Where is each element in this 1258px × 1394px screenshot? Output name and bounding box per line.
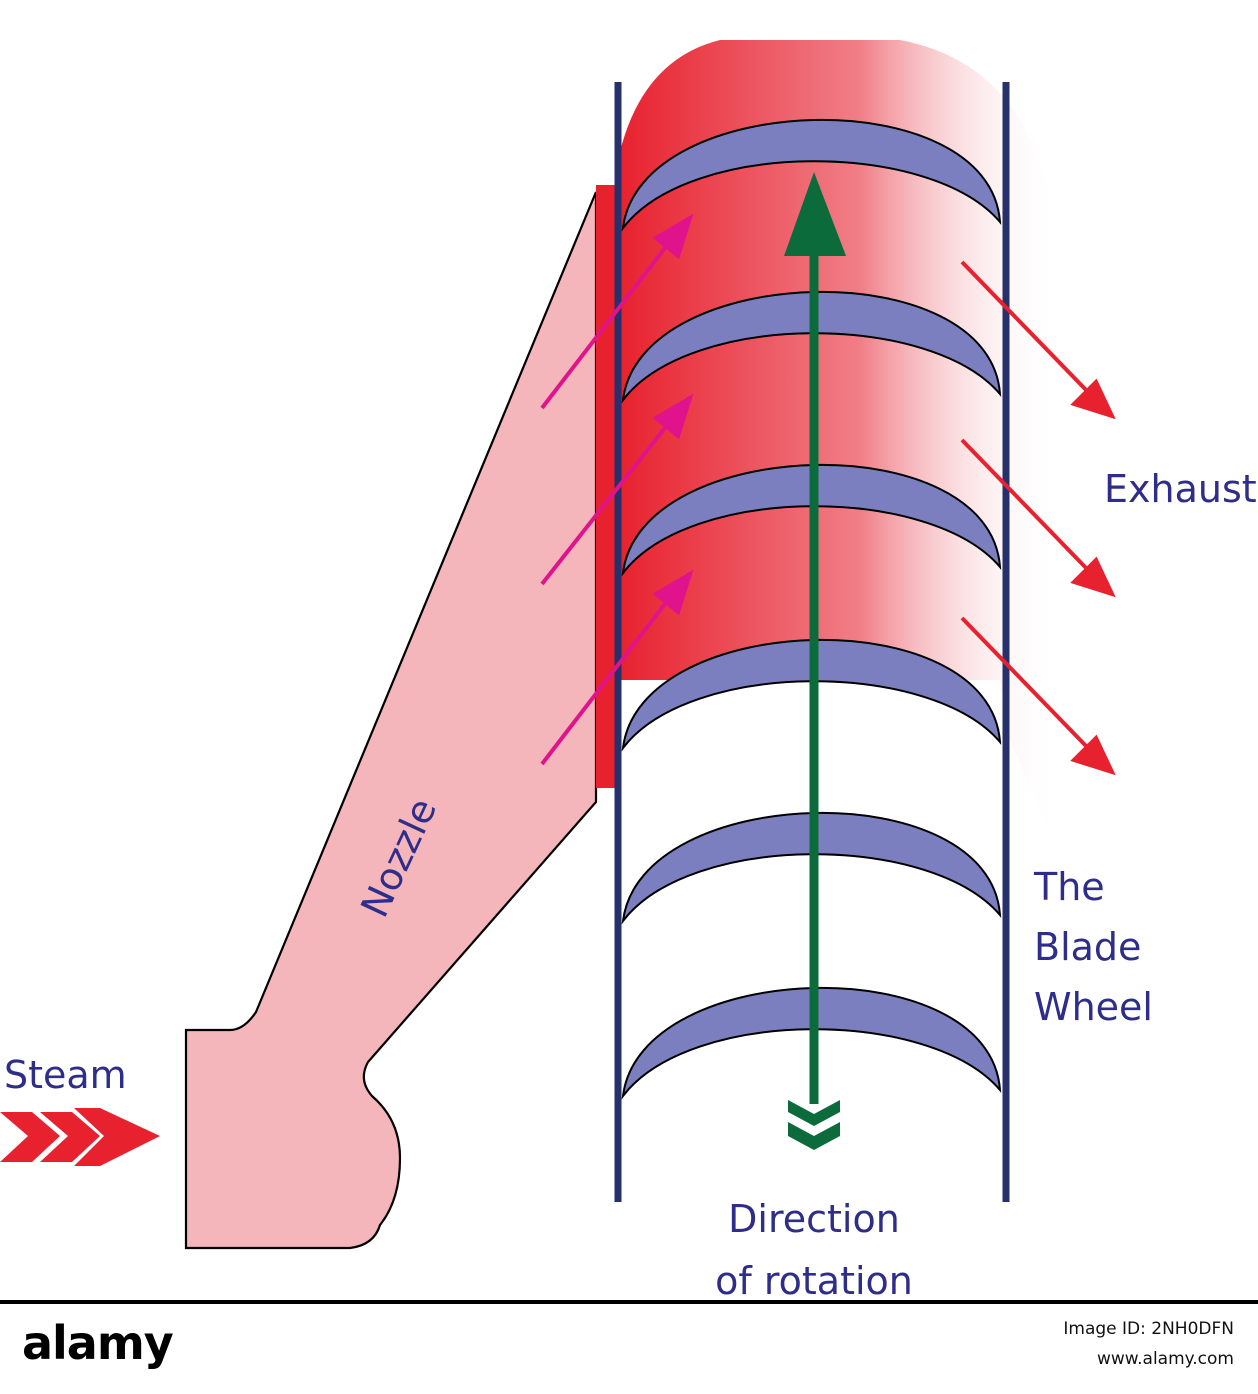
blade: [621, 812, 1002, 925]
steam-inlet-arrow: [0, 1108, 160, 1166]
blade-wheel-label-line-2: Blade: [1034, 925, 1141, 969]
blade: [621, 119, 1002, 232]
watermark-image-id: Image ID: 2NH0DFN: [1063, 1319, 1234, 1339]
nozzle-outlet: [596, 185, 618, 788]
blade-wheel-label-line-1: The: [1033, 865, 1105, 909]
watermark-site: www.alamy.com: [1096, 1349, 1234, 1369]
steam-jet-arrows: [540, 213, 694, 766]
watermark-bar: alamy Image ID: 2NH0DFN www.alamy.com: [0, 1300, 1258, 1394]
blade: [621, 639, 1002, 752]
blade: [621, 464, 1002, 577]
steam-flow-region: [618, 40, 1060, 850]
nozzle-body: [184, 191, 598, 1250]
exhaust-label: Exhaust: [1104, 467, 1257, 511]
steam-label: Steam: [4, 1053, 127, 1097]
rotation-arrow: [784, 172, 846, 1150]
exhaust-arrows: [960, 260, 1116, 776]
blade: [621, 291, 1002, 404]
direction-label-line-2: of rotation: [715, 1259, 913, 1300]
blade-wheel-blades: [621, 119, 1002, 1100]
blade: [621, 987, 1002, 1100]
blade-wheel-label-line-3: Wheel: [1034, 985, 1153, 1029]
direction-label-line-1: Direction: [728, 1197, 900, 1241]
watermark-info: Image ID: 2NH0DFN www.alamy.com: [1063, 1314, 1234, 1374]
watermark-logo: alamy: [22, 1316, 174, 1370]
impulse-turbine-diagram: Steam Nozzle Exhaust The Blade Wheel Dir…: [0, 40, 1257, 1300]
